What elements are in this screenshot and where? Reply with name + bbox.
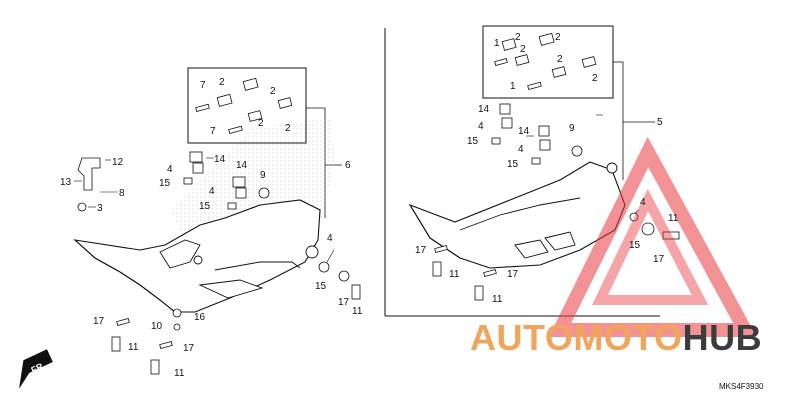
front-direction-arrow: FR. [19, 349, 53, 389]
callout-label: 9 [260, 170, 266, 181]
callout-label: 15 [507, 159, 519, 170]
callout-label: 4 [167, 164, 173, 175]
callout-label: 8 [119, 188, 125, 199]
callout-label: 17 [415, 245, 427, 256]
callout-label: 15 [199, 201, 211, 212]
callout-label: 4 [327, 233, 333, 244]
callout-label: 15 [315, 281, 327, 292]
callout-label: 15 [629, 240, 641, 251]
callout-label: 17 [93, 316, 105, 327]
callout-label: 11 [352, 306, 363, 317]
leader-line-5 [613, 61, 655, 123]
callout-label: 12 [112, 157, 124, 168]
callout-label: 4 [518, 144, 524, 155]
callout-label: 13 [60, 177, 72, 188]
callout-label: 2 [520, 44, 526, 55]
callout-label: 2 [557, 54, 563, 65]
callout-label: 16 [194, 312, 206, 323]
callout-label: 11 [668, 213, 679, 224]
callout-label: 11 [174, 368, 185, 379]
callout-label: 2 [592, 73, 598, 84]
callout-label: 4 [209, 186, 215, 197]
callout-label: 4 [640, 197, 646, 208]
callout-label: 2 [270, 86, 276, 97]
callout-label: 4 [478, 121, 484, 132]
callout-label: 3 [97, 203, 103, 214]
callout-label: 14 [236, 160, 248, 171]
callout-leaders [74, 114, 639, 263]
callout-label: 7 [210, 126, 216, 137]
callout-label: 1 [510, 81, 516, 92]
callout-label: 15 [159, 178, 171, 189]
watermark-triangle [548, 136, 757, 337]
right-skid-plate [408, 161, 626, 269]
callout-label: 14 [518, 126, 530, 137]
left-skid-plate [73, 118, 335, 313]
callout-label: 5 [657, 117, 663, 128]
callout-numbers-left: 7 2 2 7 2 2 6 12 13 8 3 4 14 15 14 4 15 … [60, 77, 363, 379]
watermark-text-a: AUTOMOTO [470, 317, 683, 358]
watermark-text-b: HUB [683, 317, 763, 358]
diagram-code: MKS4F3930 [719, 382, 764, 391]
callout-label: 6 [345, 160, 351, 171]
callout-label: 11 [449, 269, 460, 280]
callout-label: 2 [555, 32, 561, 43]
callout-label: 9 [569, 123, 575, 134]
callout-label: 11 [492, 294, 503, 305]
callout-label: 17 [183, 343, 195, 354]
callout-label: 17 [338, 297, 350, 308]
callout-label: 17 [507, 269, 519, 280]
callout-label: 14 [214, 154, 226, 165]
right-assembly-frame [384, 28, 660, 317]
callout-label: 2 [258, 118, 264, 129]
callout-label: 10 [151, 321, 163, 332]
callout-label: 1 [494, 38, 500, 49]
callout-label: 2 [515, 32, 521, 43]
callout-label: 2 [285, 123, 291, 134]
callout-label: 14 [478, 104, 490, 115]
callout-label: 7 [200, 80, 206, 91]
callout-label: 11 [128, 342, 139, 353]
watermark-logo: AUTOMOTOHUB [470, 136, 762, 358]
callout-label: 2 [219, 77, 225, 88]
hardware-pieces [77, 32, 680, 375]
callout-numbers-right: 1 2 2 2 2 2 1 5 14 4 15 14 4 15 9 17 11 … [415, 32, 679, 305]
callout-label: 15 [467, 136, 479, 147]
watermark-text: AUTOMOTOHUB [470, 317, 762, 358]
callout-label: 17 [653, 254, 665, 265]
